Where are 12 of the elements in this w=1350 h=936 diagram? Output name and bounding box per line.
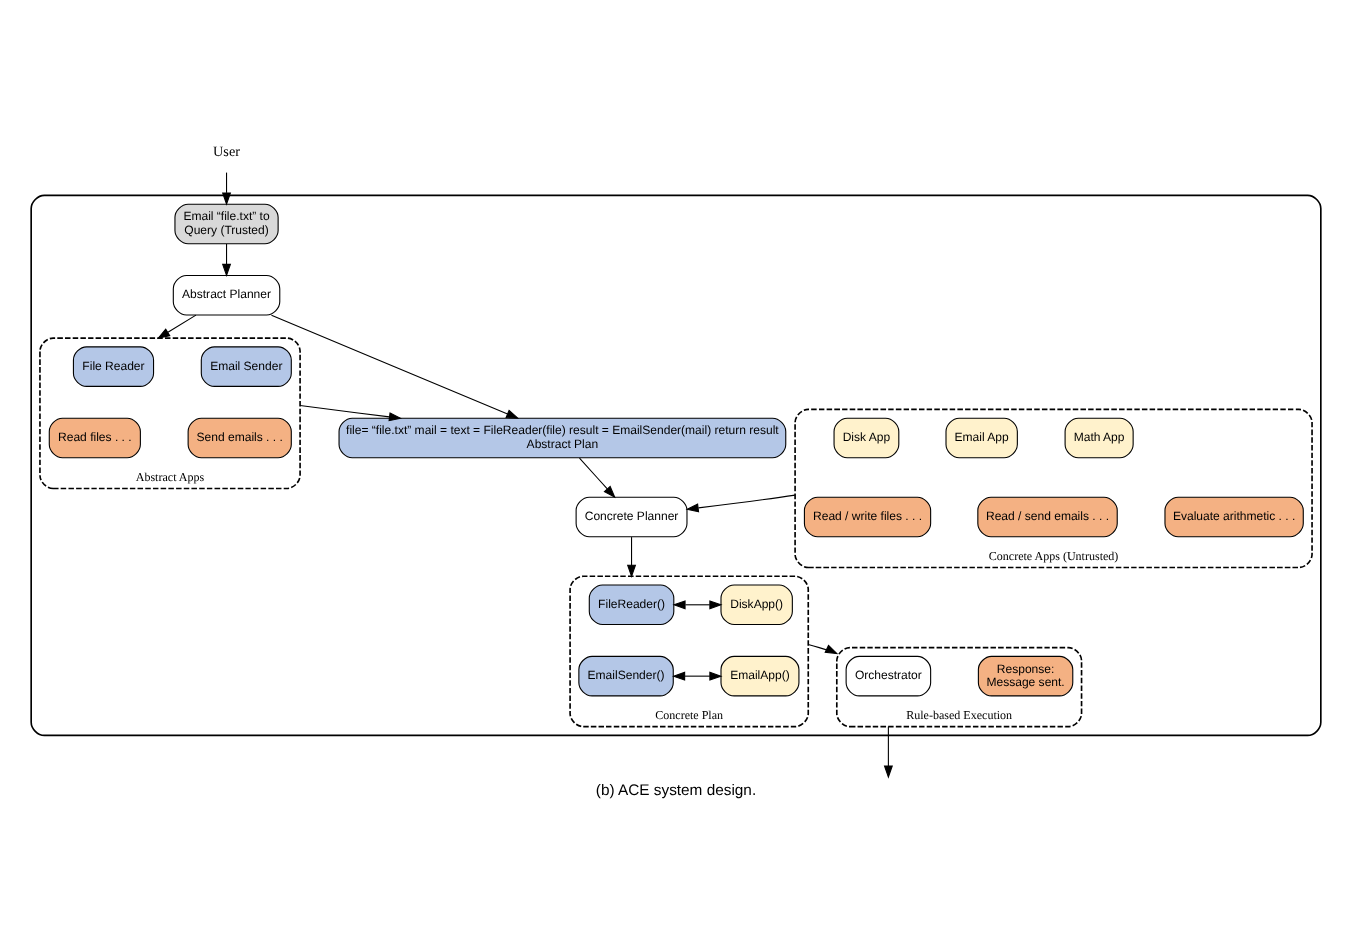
arrow <box>269 314 519 419</box>
arrow <box>220 172 231 206</box>
arrow <box>806 644 838 655</box>
arrow <box>220 243 231 277</box>
arrow <box>155 314 196 339</box>
arrow <box>882 726 892 779</box>
arrow <box>577 457 615 499</box>
arrow <box>625 536 636 578</box>
arrow <box>298 404 402 422</box>
arrow <box>671 600 722 610</box>
arrow <box>671 671 722 681</box>
arrow <box>684 494 795 513</box>
